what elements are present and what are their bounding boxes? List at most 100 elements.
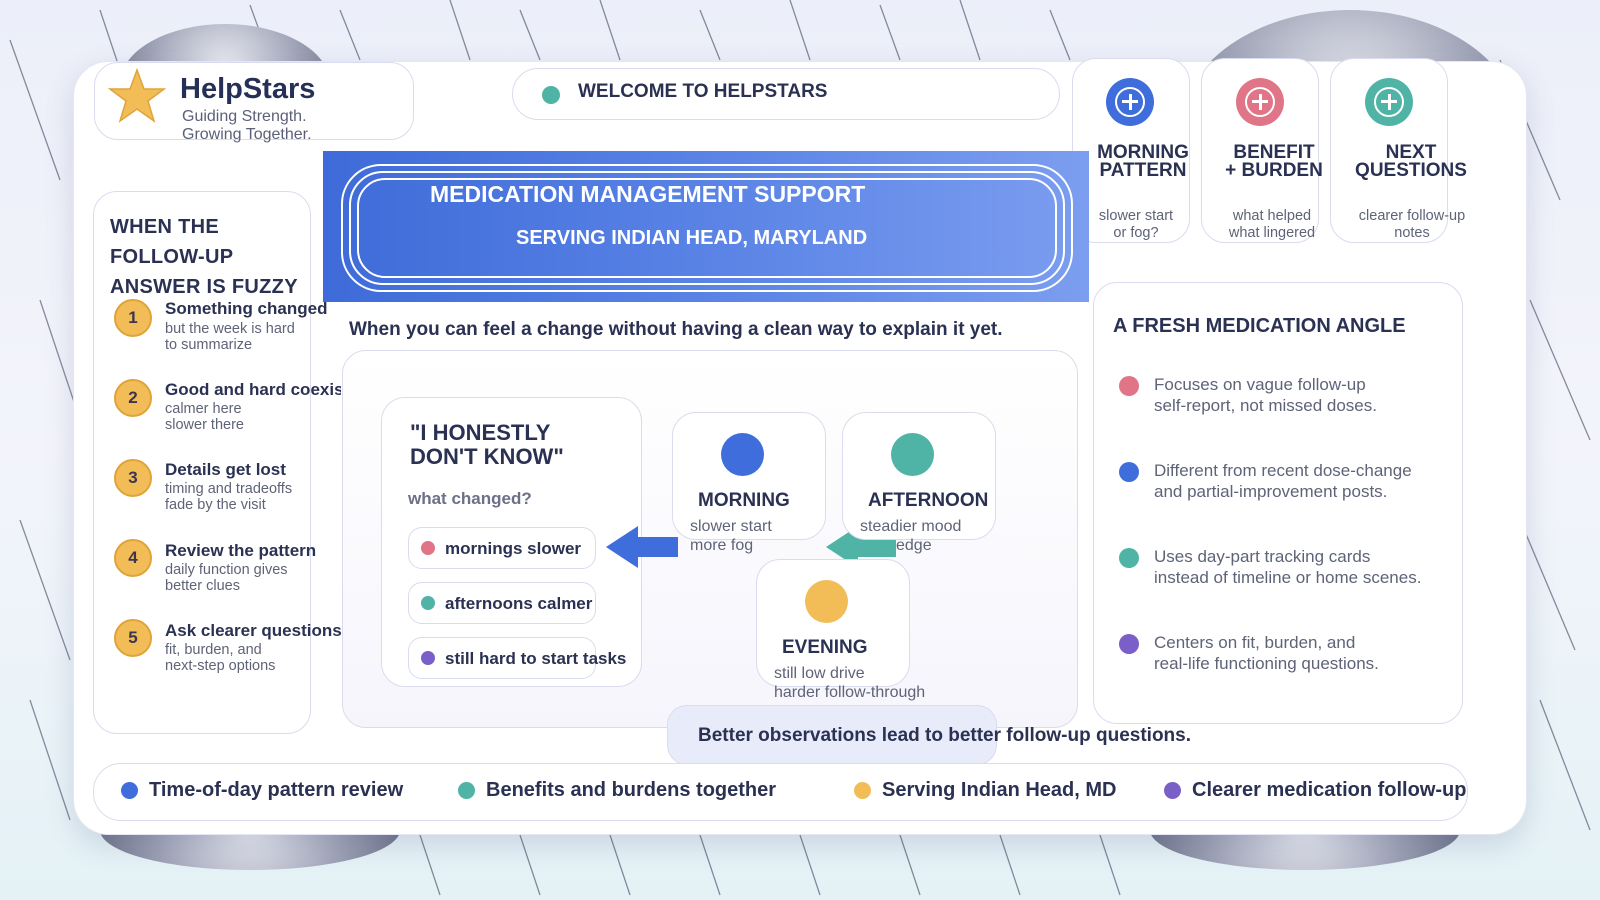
quote-line2: DON'T KNOW" xyxy=(410,444,564,469)
intro-line: When you can feel a change without havin… xyxy=(349,319,1003,340)
step-number-badge: 4 xyxy=(114,539,152,577)
step-sub-line2: better clues xyxy=(165,578,240,594)
daypart-sub-line2: more fog xyxy=(690,537,754,554)
legend-dot xyxy=(458,782,475,799)
step-number-badge: 5 xyxy=(114,619,152,657)
top-card-title-line2: QUESTIONS xyxy=(1355,160,1467,181)
fresh-line1: Centers on fit, burden, and xyxy=(1154,633,1356,652)
chip-dot xyxy=(421,541,435,555)
top-card-sub-line2: what lingered xyxy=(1228,225,1316,241)
chip-label: afternoons calmer xyxy=(445,594,593,613)
step-title: Ask clearer questions xyxy=(165,621,342,640)
daypart-title: AFTERNOON xyxy=(868,490,989,511)
daypart-sub-line1: still low drive xyxy=(774,665,865,682)
legend-item-label: Benefits and burdens together xyxy=(486,779,777,801)
chip-hard-to-start-tasks[interactable]: still hard to start tasks xyxy=(408,637,626,679)
chip-afternoons-calmer[interactable]: afternoons calmer xyxy=(408,582,596,624)
brand-name: HelpStars xyxy=(180,73,316,105)
afternoon-dot xyxy=(891,433,934,476)
chip-label: still hard to start tasks xyxy=(445,649,627,668)
fresh-bullet-dot xyxy=(1119,462,1139,482)
brand-tagline-line2: Growing Together. xyxy=(182,126,312,143)
legend-item-label: Serving Indian Head, MD xyxy=(882,779,1117,801)
legend-bar xyxy=(93,763,1468,821)
step-sub-line1: fit, burden, and xyxy=(165,642,262,658)
top-card-title-line2: PATTERN xyxy=(1099,160,1187,181)
fresh-bullet-dot xyxy=(1119,376,1139,396)
banner-frame-outer xyxy=(341,164,1073,292)
quote-line1: "I HONESTLY xyxy=(410,420,551,445)
step-sub-line1: timing and tradeoffs xyxy=(165,481,293,497)
top-card-sub-line2: notes xyxy=(1394,225,1430,241)
step-number-badge: 2 xyxy=(114,379,152,417)
quote-prompt: what changed? xyxy=(408,489,532,508)
legend-dot xyxy=(854,782,871,799)
daypart-sub-line1: steadier mood xyxy=(860,518,962,535)
welcome-dot xyxy=(542,86,560,104)
welcome-label: WELCOME TO HELPSTARS xyxy=(578,81,828,102)
fresh-line2: real-life functioning questions. xyxy=(1154,654,1379,673)
step-sub-line1: but the week is hard xyxy=(165,321,295,337)
step-sub-line1: daily function gives xyxy=(165,562,288,578)
star-logo-icon xyxy=(108,68,166,123)
daypart-sub-line2: edge xyxy=(896,537,932,554)
fresh-line2: and partial-improvement posts. xyxy=(1154,482,1388,501)
daypart-title: EVENING xyxy=(782,637,868,658)
chip-mornings-slower[interactable]: mornings slower xyxy=(408,527,596,569)
fresh-line1: Uses day-part tracking cards xyxy=(1154,547,1371,566)
step-number-badge: 1 xyxy=(114,299,152,337)
better-note-pill xyxy=(667,705,997,765)
step-number-badge: 3 xyxy=(114,459,152,497)
banner-frame-middle xyxy=(349,171,1065,285)
top-card-sub-line1: slower start xyxy=(1098,208,1174,224)
step-sub-line2: to summarize xyxy=(165,337,253,353)
top-card-sub-line1: what helped xyxy=(1232,208,1312,224)
top-card-title-line1: MORNING xyxy=(1097,142,1189,163)
sidebar-heading-line2: FOLLOW-UP xyxy=(110,246,234,268)
fresh-line2: instead of timeline or home scenes. xyxy=(1154,568,1422,587)
top-card-title-line2: + BURDEN xyxy=(1225,160,1323,181)
step-title: Something changed xyxy=(165,299,328,318)
fresh-line2: self-report, not missed doses. xyxy=(1154,396,1377,415)
plus-icon xyxy=(1365,78,1413,126)
step-title: Details get lost xyxy=(165,460,286,479)
fresh-heading: A FRESH MEDICATION ANGLE xyxy=(1113,315,1406,337)
fresh-line1: Different from recent dose-change xyxy=(1154,461,1412,480)
plus-icon xyxy=(1236,78,1284,126)
chip-dot xyxy=(421,596,435,610)
evening-dot xyxy=(805,580,848,623)
chip-dot xyxy=(421,651,435,665)
step-sub-line2: next-step options xyxy=(165,658,276,674)
arrow-left-blue-icon xyxy=(606,526,678,568)
sidebar-heading-line3: ANSWER IS FUZZY xyxy=(110,276,298,298)
banner-frame-inner xyxy=(357,178,1057,278)
daypart-sub-line1: slower start xyxy=(690,518,772,535)
plus-icon xyxy=(1106,78,1154,126)
legend-dot xyxy=(121,782,138,799)
legend-item-label: Clearer medication follow-up xyxy=(1192,779,1467,801)
daypart-sub-line2: harder follow-through xyxy=(774,684,926,701)
morning-dot xyxy=(721,433,764,476)
fresh-line1: Focuses on vague follow-up xyxy=(1154,375,1366,394)
top-card-title-line1: NEXT xyxy=(1385,142,1437,163)
banner-subtitle: SERVING INDIAN HEAD, MARYLAND xyxy=(516,227,868,249)
step-sub-line1: calmer here xyxy=(165,401,242,417)
legend-item-label: Time-of-day pattern review xyxy=(149,779,404,801)
welcome-pill xyxy=(512,68,1060,120)
arrow-left-teal-icon xyxy=(826,526,896,568)
legend-dot xyxy=(1164,782,1181,799)
step-sub-line2: fade by the visit xyxy=(165,497,266,513)
daypart-title: MORNING xyxy=(698,490,790,511)
banner-title: MEDICATION MANAGEMENT SUPPORT xyxy=(430,181,866,207)
sidebar-heading-line1: WHEN THE xyxy=(110,216,220,238)
top-card-title-line1: BENEFIT xyxy=(1233,142,1315,163)
step-sub-line2: slower there xyxy=(165,417,244,433)
better-note-text: Better observations lead to better follo… xyxy=(698,725,1191,746)
brand-tagline-line1: Guiding Strength. xyxy=(182,108,307,125)
top-card-sub-line2: or fog? xyxy=(1113,225,1159,241)
step-title: Review the pattern xyxy=(165,541,317,560)
chip-label: mornings slower xyxy=(445,539,582,558)
fresh-bullet-dot xyxy=(1119,634,1139,654)
fresh-angle-card xyxy=(1093,282,1463,724)
